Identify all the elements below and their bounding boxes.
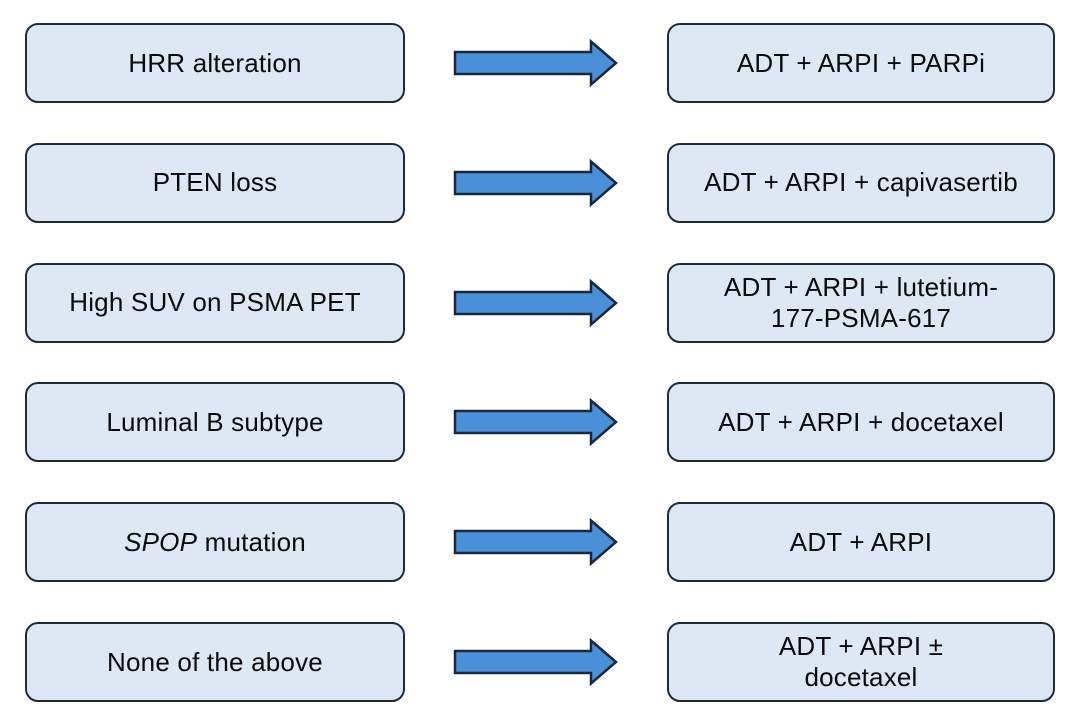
- treatment-box-spop: ADT + ARPI: [667, 502, 1055, 583]
- condition-label: High SUV on PSMA PET: [69, 287, 361, 318]
- treatment-box-none: ADT + ARPI ± docetaxel: [667, 621, 1055, 702]
- condition-box-hrr: HRR alteration: [25, 23, 405, 103]
- arrow-cell: [405, 637, 667, 686]
- arrow-right-icon: [453, 158, 618, 207]
- condition-text: PTEN loss: [152, 167, 278, 198]
- flow-row-luminal: Luminal B subtype ADT + ARPI + docetaxel: [25, 382, 1055, 463]
- flow-row-psma: High SUV on PSMA PET ADT + ARPI + luteti…: [25, 262, 1055, 343]
- arrow-right-icon: [453, 398, 618, 447]
- condition-gene-italic: SPOP: [124, 526, 198, 557]
- condition-box-pten: PTEN loss: [25, 142, 405, 223]
- arrow-right-icon: [453, 637, 618, 686]
- treatment-line: ADT + ARPI ±: [778, 631, 944, 662]
- treatment-box-luminal: ADT + ARPI + docetaxel: [667, 382, 1055, 463]
- treatment-line: ADT + ARPI + capivasertib: [704, 167, 1018, 198]
- condition-label: SPOP mutation: [124, 527, 306, 558]
- arrow-cell: [405, 278, 667, 327]
- condition-text: HRR alteration: [128, 47, 302, 78]
- arrow-right-icon: [453, 278, 618, 327]
- condition-text: High SUV on PSMA PET: [69, 287, 361, 318]
- treatment-line: ADT + ARPI + PARPi: [736, 47, 986, 78]
- arrow-cell: [405, 398, 667, 447]
- treatment-line: ADT + ARPI + lutetium-: [723, 271, 999, 302]
- condition-label: PTEN loss: [153, 167, 278, 198]
- condition-box-luminal: Luminal B subtype: [25, 382, 405, 463]
- condition-box-none: None of the above: [25, 621, 405, 702]
- condition-label: None of the above: [107, 647, 323, 678]
- condition-text: Luminal B subtype: [106, 407, 324, 438]
- flow-row-hrr: HRR alteration ADT + ARPI + PARPi: [25, 23, 1055, 103]
- arrow-right-icon: [453, 518, 618, 567]
- arrow-cell: [405, 39, 667, 87]
- condition-box-spop: SPOP mutation: [25, 502, 405, 583]
- treatment-line: 177-PSMA-617: [770, 302, 952, 333]
- condition-text: mutation: [197, 526, 306, 557]
- condition-label: HRR alteration: [128, 48, 301, 79]
- treatment-line: docetaxel: [804, 661, 918, 692]
- treatment-box-psma: ADT + ARPI + lutetium- 177-PSMA-617: [667, 262, 1055, 343]
- condition-label: Luminal B subtype: [106, 407, 323, 438]
- treatment-line: ADT + ARPI + docetaxel: [718, 407, 1004, 438]
- arrow-right-icon: [453, 39, 618, 87]
- flow-row-spop: SPOP mutation ADT + ARPI: [25, 502, 1055, 583]
- condition-box-psma: High SUV on PSMA PET: [25, 262, 405, 343]
- treatment-box-pten: ADT + ARPI + capivasertib: [667, 142, 1055, 223]
- flow-row-none: None of the above ADT + ARPI ± docetaxel: [25, 621, 1055, 702]
- treatment-line: ADT + ARPI: [789, 526, 933, 557]
- condition-text: None of the above: [107, 646, 323, 677]
- flow-row-pten: PTEN loss ADT + ARPI + capivasertib: [25, 142, 1055, 223]
- arrow-cell: [405, 158, 667, 207]
- treatment-box-hrr: ADT + ARPI + PARPi: [667, 23, 1055, 103]
- arrow-cell: [405, 518, 667, 567]
